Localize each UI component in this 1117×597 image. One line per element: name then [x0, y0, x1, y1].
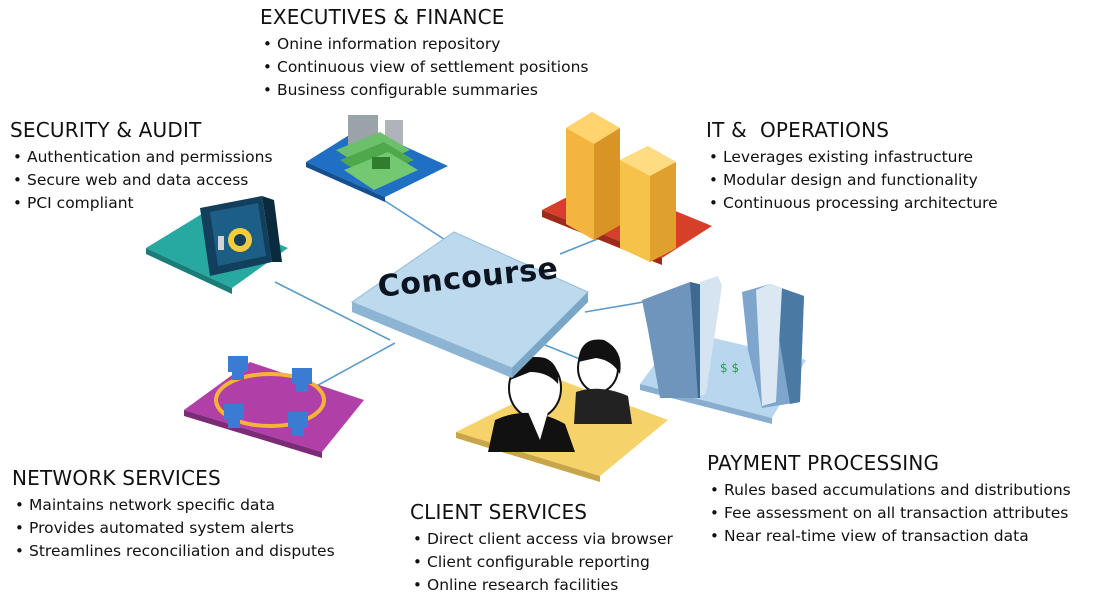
list-item: Online research facilities — [410, 574, 673, 597]
call-center-people-icon — [488, 339, 632, 452]
svg-text:$ $: $ $ — [720, 361, 739, 375]
payment-processing-title: PAYMENT PROCESSING — [707, 451, 940, 475]
executives-tile — [306, 115, 448, 202]
list-item: PCI compliant — [10, 192, 273, 215]
list-item: Continuous processing architecture — [706, 192, 998, 215]
client-tile — [456, 339, 668, 482]
network-computers-icon — [224, 356, 312, 436]
list-item: Fee assessment on all transaction attrib… — [707, 502, 1071, 525]
payment-processing-section: PAYMENT PROCESSING Rules based accumulat… — [707, 451, 1071, 548]
office-buildings-icon — [566, 112, 676, 262]
payment-processing-list: Rules based accumulations and distributi… — [707, 479, 1071, 548]
payment-tile: $ $ — [640, 276, 806, 424]
list-item: Authentication and permissions — [10, 146, 273, 169]
security-tile — [146, 196, 288, 294]
list-item: Modular design and functionality — [706, 169, 998, 192]
client-services-title: CLIENT SERVICES — [410, 500, 588, 524]
network-services-section: NETWORK SERVICES Maintains network speci… — [12, 466, 335, 563]
list-item: Continuous view of settlement positions — [260, 56, 589, 79]
it-operations-section: IT & OPERATIONS Leverages existing infas… — [706, 118, 998, 215]
it-tile — [542, 112, 712, 265]
network-tile — [184, 356, 364, 458]
list-item: Leverages existing infastructure — [706, 146, 998, 169]
client-services-list: Direct client access via browser Client … — [410, 528, 673, 597]
security-audit-section: SECURITY & AUDIT Authentication and perm… — [10, 118, 273, 215]
list-item: Rules based accumulations and distributi… — [707, 479, 1071, 502]
glass-towers-icon: $ $ — [642, 276, 804, 408]
list-item: Provides automated system alerts — [12, 517, 335, 540]
list-item: Near real-time view of transaction data — [707, 525, 1071, 548]
list-item: Onine information repository — [260, 33, 589, 56]
list-item: Secure web and data access — [10, 169, 273, 192]
concourse-hub — [350, 231, 589, 378]
list-item: Business configurable summaries — [260, 79, 589, 102]
executives-finance-section: EXECUTIVES & FINANCE Onine information r… — [260, 5, 589, 102]
client-services-section: CLIENT SERVICES Direct client access via… — [410, 500, 673, 597]
list-item: Client configurable reporting — [410, 551, 673, 574]
executives-finance-list: Onine information repository Continuous … — [260, 33, 589, 102]
executives-finance-title: EXECUTIVES & FINANCE — [260, 5, 505, 29]
security-audit-list: Authentication and permissions Secure we… — [10, 146, 273, 215]
it-operations-list: Leverages existing infastructure Modular… — [706, 146, 998, 215]
list-item: Direct client access via browser — [410, 528, 673, 551]
security-audit-title: SECURITY & AUDIT — [10, 118, 202, 142]
connector-security — [274, 281, 391, 341]
it-operations-title: IT & OPERATIONS — [706, 118, 890, 142]
money-stack-icon — [336, 115, 418, 190]
list-item: Maintains network specific data — [12, 494, 335, 517]
list-item: Streamlines reconciliation and disputes — [12, 540, 335, 563]
network-services-list: Maintains network specific data Provides… — [12, 494, 335, 563]
network-services-title: NETWORK SERVICES — [12, 466, 221, 490]
